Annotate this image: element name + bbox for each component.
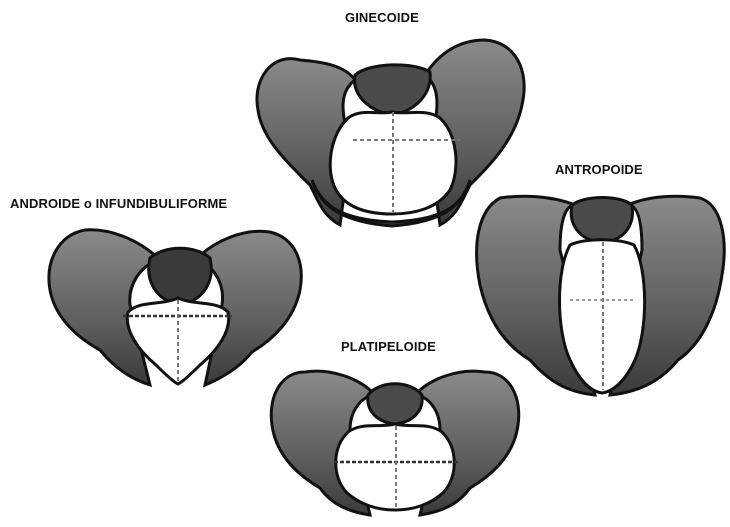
label-ginecoide: GINECOIDE (345, 10, 419, 25)
label-androide: ANDROIDE o INFUNDIBULIFORME (10, 196, 227, 211)
label-platipeloide: PLATIPELOIDE (341, 339, 436, 354)
label-antropoide: ANTROPOIDE (555, 162, 643, 177)
pelvis-androide (49, 230, 301, 385)
pelvis-platipeloide (271, 371, 519, 515)
pelvis-ginecoide (257, 40, 524, 226)
pelvis-antropoide (477, 196, 725, 395)
